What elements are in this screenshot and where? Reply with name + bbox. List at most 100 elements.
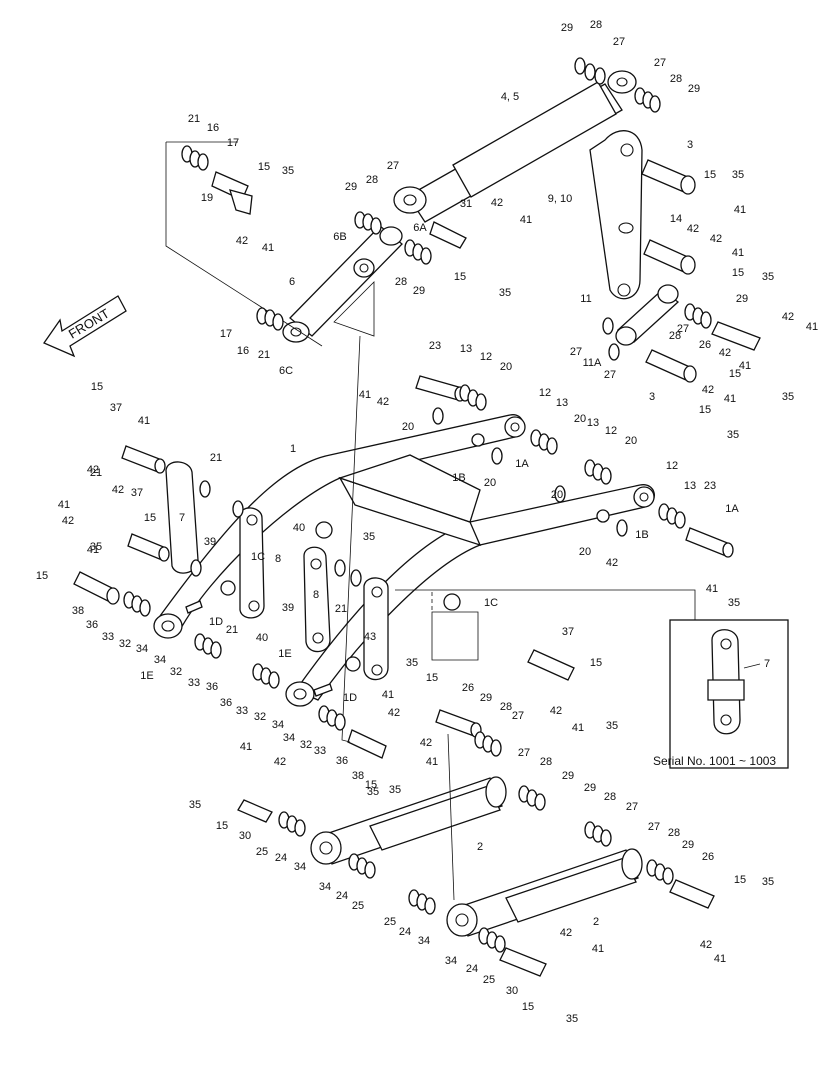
callout-label: 24: [336, 890, 348, 902]
callout-label: 25: [352, 900, 364, 912]
callout-label: 29: [682, 839, 694, 851]
callout-label: 25: [384, 916, 396, 928]
callout-label: 34: [445, 955, 457, 967]
washer-ring: [334, 559, 346, 577]
guide-lines: [165, 141, 696, 901]
callout-label: 42: [236, 235, 248, 247]
callout-label: 13: [460, 343, 472, 355]
callout-label: 9, 10: [548, 193, 572, 205]
callout-label: 15: [258, 161, 270, 173]
callout-label: 27: [648, 821, 660, 833]
washer-ring: [199, 480, 211, 498]
callout-label: 15: [365, 779, 377, 791]
callout-label: 12: [539, 387, 551, 399]
inset-callout-7: 7: [764, 658, 770, 670]
callout-label: 42: [702, 384, 714, 396]
callout-label: 17: [220, 328, 232, 340]
callout-label: 34: [319, 881, 331, 893]
callout-label: 20: [551, 489, 563, 501]
callout-label: 20: [484, 477, 496, 489]
callout-label: 15: [734, 874, 746, 886]
callout-label: 34: [418, 935, 430, 947]
callout-label: 35: [606, 720, 618, 732]
washer-ring: [662, 867, 674, 885]
callout-label: 34: [154, 654, 166, 666]
washer-ring: [420, 247, 432, 265]
washer-ring: [584, 63, 596, 81]
callout-label: 41: [592, 943, 604, 955]
callout-label: 27: [654, 57, 666, 69]
callout-label: 35: [762, 271, 774, 283]
callout-label: 29: [584, 782, 596, 794]
callout-label: 15: [36, 570, 48, 582]
callout-label: 40: [293, 522, 305, 534]
callout-label: 28: [500, 701, 512, 713]
callout-label: 28: [668, 827, 680, 839]
callout-label: 33: [188, 677, 200, 689]
callout-label: 36: [206, 681, 218, 693]
callout-label: 1B: [452, 472, 465, 484]
callout-label: 42: [782, 311, 794, 323]
callout-label: 31: [460, 198, 472, 210]
callout-label: 13: [587, 417, 599, 429]
lower-pins: [237, 799, 715, 977]
callout-label: 34: [283, 732, 295, 744]
callout-label: 7: [179, 512, 185, 524]
callout-label: 35: [189, 799, 201, 811]
washers: [123, 57, 712, 953]
callout-label: 41: [240, 741, 252, 753]
washer-ring: [350, 569, 362, 587]
callout-label: 11: [580, 293, 591, 305]
callout-label: 38: [72, 605, 84, 617]
callout-label: 27: [570, 346, 582, 358]
callout-label: 16: [237, 345, 249, 357]
callout-label: 35: [782, 391, 794, 403]
callout-label: 2: [477, 841, 483, 853]
callout-label: 42: [550, 705, 562, 717]
callout-label: 4, 5: [501, 91, 519, 103]
callout-label: 15: [699, 404, 711, 416]
side-plates: [165, 461, 389, 681]
callout-label: 15: [732, 267, 744, 279]
callout-label: 36: [86, 619, 98, 631]
link-6: [282, 225, 403, 343]
callout-label: 35: [406, 657, 418, 669]
callout-label: 36: [336, 755, 348, 767]
callout-label: 42: [700, 939, 712, 951]
callout-label: 38: [352, 770, 364, 782]
washer-ring: [370, 217, 382, 235]
link-11: [615, 284, 761, 383]
callout-label: 16: [207, 122, 219, 134]
callout-label: 33: [236, 705, 248, 717]
callout-label: 25: [483, 974, 495, 986]
washer-ring: [197, 153, 209, 171]
callout-label: 6C: [279, 365, 293, 377]
callout-label: 37: [110, 402, 122, 414]
callout-label: 42: [719, 347, 731, 359]
callout-label: 35: [727, 429, 739, 441]
callout-label: 32: [254, 711, 266, 723]
callout-label: 12: [605, 425, 617, 437]
callout-label: 15: [144, 512, 156, 524]
callout-label: 15: [426, 672, 438, 684]
callout-label: 33: [102, 631, 114, 643]
callout-label: 39: [204, 536, 216, 548]
callout-label: 28: [670, 73, 682, 85]
callout-label: 32: [300, 739, 312, 751]
callout-label: 28: [366, 174, 378, 186]
callout-label: 20: [402, 421, 414, 433]
callout-label: 3: [649, 391, 655, 403]
callout-label: 29: [413, 285, 425, 297]
callout-label: 1C: [251, 551, 265, 563]
callout-label: 35: [732, 169, 744, 181]
callout-label: 1A: [725, 503, 739, 515]
callout-label: 32: [170, 666, 182, 678]
callout-label: 41: [572, 722, 584, 734]
callout-label: 42: [274, 756, 286, 768]
callout-label: 42: [388, 707, 400, 719]
callout-label: 42: [377, 396, 389, 408]
lower-cylinder-right: [446, 848, 643, 937]
callout-label: 24: [466, 963, 478, 975]
callout-label: 39: [282, 602, 294, 614]
